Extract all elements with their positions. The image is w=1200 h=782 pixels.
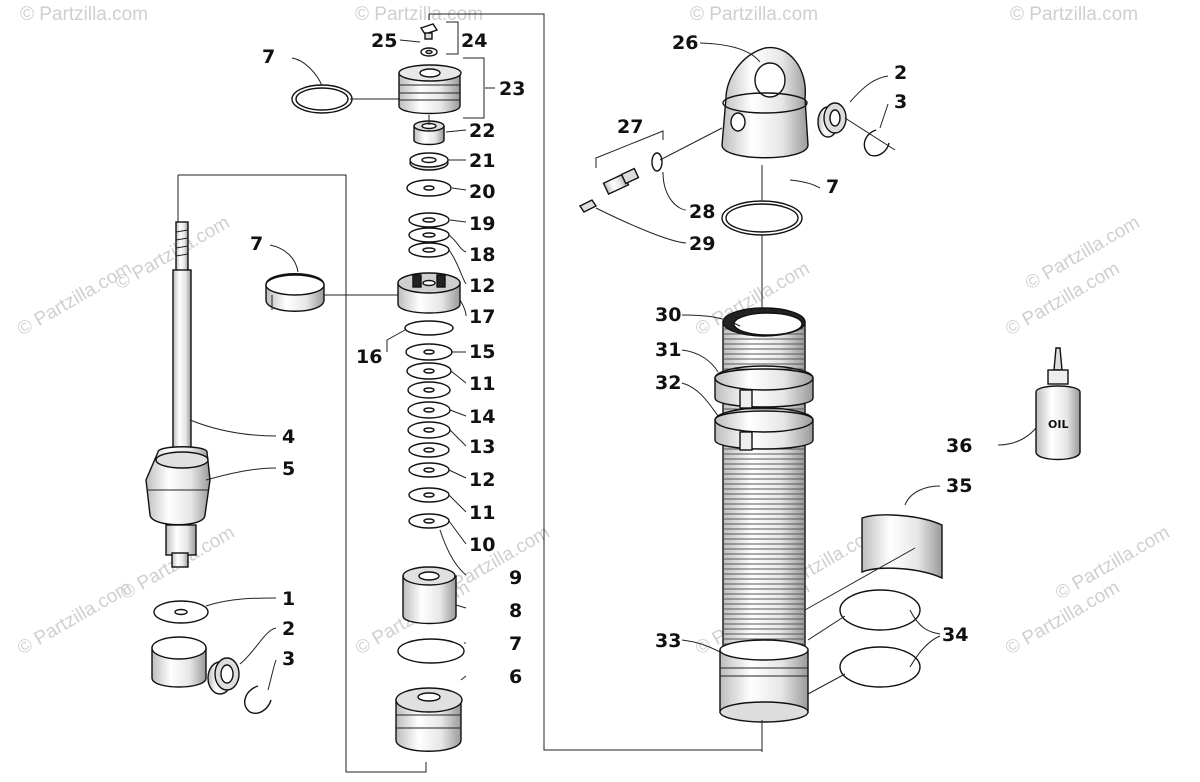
label-30: 30 bbox=[655, 304, 681, 326]
watermark: © Partzilla.com bbox=[14, 577, 135, 659]
seal-part-21 bbox=[409, 152, 449, 171]
label-7-left-band: 7 bbox=[250, 233, 263, 255]
label-35: 35 bbox=[946, 475, 972, 497]
leader-lines bbox=[189, 21, 1037, 752]
eye-part bbox=[151, 636, 207, 688]
snap-ring-part-34a bbox=[839, 589, 921, 631]
label-8: 8 bbox=[509, 600, 522, 622]
base-valve-part-6 bbox=[395, 687, 463, 752]
top-eye-part-26 bbox=[721, 46, 809, 159]
part-labels: 25 24 23 22 21 20 19 18 12 17 16 15 11 1… bbox=[250, 30, 972, 688]
label-15: 15 bbox=[469, 341, 495, 363]
collar-part-31 bbox=[714, 365, 814, 409]
bearing-part-2-right bbox=[817, 102, 847, 138]
label-12: 12 bbox=[469, 275, 495, 297]
watermark: © Partzilla.com bbox=[1010, 4, 1138, 25]
label-13: 13 bbox=[469, 436, 495, 458]
snap-ring-part-34b bbox=[839, 646, 921, 688]
body-part-5 bbox=[145, 446, 211, 568]
label-27: 27 bbox=[617, 116, 643, 138]
label-26: 26 bbox=[672, 32, 698, 54]
label-1: 1 bbox=[282, 588, 295, 610]
bolt-part-25 bbox=[419, 23, 439, 40]
label-9: 9 bbox=[509, 567, 522, 589]
label-5: 5 bbox=[282, 458, 295, 480]
collar-part-32 bbox=[714, 407, 814, 451]
label-23: 23 bbox=[499, 78, 525, 100]
clip-part-3-right bbox=[863, 129, 890, 157]
label-3-left: 3 bbox=[282, 648, 295, 670]
bushing-part-22 bbox=[413, 120, 445, 146]
body-assembly: OIL bbox=[578, 46, 1081, 723]
clip-part-3-left bbox=[244, 685, 272, 714]
label-4: 4 bbox=[282, 426, 295, 448]
label-10: 10 bbox=[469, 534, 495, 556]
o-ring-part-7-left bbox=[291, 84, 353, 114]
lower-part-33 bbox=[719, 639, 809, 723]
label-14: 14 bbox=[469, 406, 495, 428]
label-16: 16 bbox=[356, 346, 382, 368]
watermark: © Partzilla.com bbox=[355, 4, 483, 25]
watermark: © Partzilla.com bbox=[14, 258, 135, 340]
label-31: 31 bbox=[655, 339, 681, 361]
label-28: 28 bbox=[689, 201, 715, 223]
label-2-left: 2 bbox=[282, 618, 295, 640]
label-7: 7 bbox=[509, 633, 522, 655]
label-29: 29 bbox=[689, 233, 715, 255]
label-3-right: 3 bbox=[894, 91, 907, 113]
wear-band-part-7 bbox=[265, 273, 325, 312]
watermark: © Partzilla.com bbox=[20, 4, 148, 25]
label-7-left-top: 7 bbox=[262, 46, 275, 68]
label-21: 21 bbox=[469, 150, 495, 172]
o-ring-part-7 bbox=[397, 638, 465, 664]
label-32: 32 bbox=[655, 372, 681, 394]
clip-part-35 bbox=[861, 514, 943, 580]
piston-part-17 bbox=[397, 272, 461, 314]
label-12b: 12 bbox=[469, 469, 495, 491]
label-34: 34 bbox=[942, 624, 968, 646]
label-25: 25 bbox=[371, 30, 397, 52]
cap-part-23 bbox=[398, 64, 462, 115]
shim-stack bbox=[406, 362, 452, 529]
label-36: 36 bbox=[946, 435, 972, 457]
valve-part-27 bbox=[602, 167, 640, 196]
spacer-part-8 bbox=[402, 566, 457, 625]
shaft-assembly bbox=[145, 84, 353, 714]
shaft-part-4 bbox=[172, 221, 192, 461]
label-22: 22 bbox=[469, 120, 495, 142]
label-24: 24 bbox=[461, 30, 487, 52]
bearing-part-2-left bbox=[207, 657, 240, 695]
label-11: 11 bbox=[469, 373, 495, 395]
ring-part-16 bbox=[404, 320, 454, 336]
center-stack bbox=[395, 23, 465, 752]
label-33: 33 bbox=[655, 630, 681, 652]
watermark: © Partzilla.com bbox=[690, 4, 818, 25]
label-2-right: 2 bbox=[894, 62, 907, 84]
label-18: 18 bbox=[469, 244, 495, 266]
label-19: 19 bbox=[469, 213, 495, 235]
label-6: 6 bbox=[509, 666, 522, 688]
body-tube-part-30 bbox=[722, 307, 806, 653]
label-7-right: 7 bbox=[826, 176, 839, 198]
label-17: 17 bbox=[469, 306, 495, 328]
screw-part-29 bbox=[578, 199, 598, 213]
label-11b: 11 bbox=[469, 502, 495, 524]
o-ring-part-7-right bbox=[721, 200, 803, 236]
o-ring-part-28 bbox=[651, 152, 663, 172]
oil-label: OIL bbox=[1048, 418, 1068, 431]
oil-bottle-part-36: OIL bbox=[1035, 347, 1081, 461]
label-20: 20 bbox=[469, 181, 495, 203]
